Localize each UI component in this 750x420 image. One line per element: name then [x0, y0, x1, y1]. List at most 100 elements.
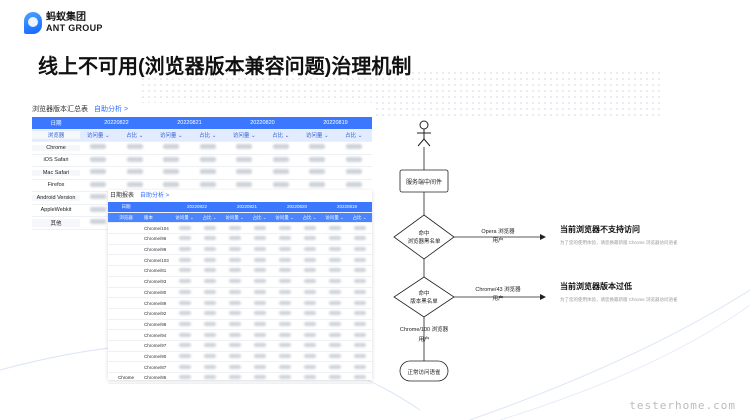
- masked-value: [353, 332, 366, 337]
- visits-sort[interactable]: 访问量 ⌄: [232, 133, 256, 140]
- masked-value: [236, 144, 253, 150]
- masked-value: [178, 236, 191, 241]
- masked-value: [278, 289, 291, 294]
- masked-cell: [222, 343, 247, 348]
- masked-cell: [226, 156, 263, 164]
- self-analysis-link[interactable]: 自助分析 >: [94, 106, 129, 113]
- result2-desc: 为了您的使用体验，请您换最新版 Chrome 浏览器访问语雀: [560, 297, 678, 302]
- table-row: Chrome/98: [108, 320, 372, 331]
- masked-cell: [297, 289, 322, 295]
- masked-cell: [297, 225, 322, 231]
- masked-value: [228, 289, 241, 294]
- masked-cell: [197, 375, 222, 380]
- masked-value: [178, 225, 191, 230]
- masked-cell: [80, 156, 117, 164]
- visits-sort[interactable]: 访问量 ⌄: [86, 133, 110, 140]
- masked-value: [203, 268, 216, 273]
- date-col[interactable]: 20220821: [177, 119, 202, 126]
- masked-value: [236, 156, 253, 162]
- ratio-sort[interactable]: 占比 ⌄: [202, 214, 217, 220]
- masked-cell: [263, 169, 300, 176]
- masked-cell: [247, 375, 272, 380]
- masked-value: [353, 343, 366, 348]
- masked-cell: [272, 343, 297, 348]
- ratio-sort[interactable]: 占比 ⌄: [252, 214, 267, 220]
- masked-value: [203, 257, 216, 262]
- masked-value: [199, 156, 216, 162]
- masked-value: [163, 144, 180, 150]
- masked-cell: [222, 289, 247, 295]
- masked-cell: [297, 364, 322, 370]
- masked-cell: [247, 343, 272, 348]
- masked-value: [272, 156, 289, 162]
- masked-cell: [247, 289, 272, 295]
- self-analysis-link[interactable]: 自助分析 >: [140, 193, 170, 199]
- masked-value: [203, 225, 216, 230]
- masked-cell: [153, 181, 190, 189]
- version-name: Chrome/99: [144, 247, 167, 253]
- visits-sort[interactable]: 访问量 ⌄: [175, 214, 194, 220]
- masked-cell: [322, 353, 347, 359]
- masked-value: [228, 268, 241, 273]
- masked-cell: [347, 364, 372, 370]
- date-col[interactable]: 20220819: [336, 204, 358, 210]
- ratio-sort[interactable]: 占比 ⌄: [352, 214, 367, 220]
- masked-cell: [197, 289, 222, 295]
- masked-value: [303, 257, 316, 262]
- masked-value: [345, 156, 362, 162]
- ratio-sort[interactable]: 占比 ⌄: [345, 133, 363, 140]
- edge1-line2: 用户: [492, 236, 503, 244]
- masked-cell: [197, 247, 222, 252]
- masked-value: [178, 279, 191, 284]
- masked-cell: [336, 156, 373, 164]
- masked-cell: [297, 247, 322, 252]
- masked-cell: [197, 225, 222, 231]
- visits-sort[interactable]: 访问量 ⌄: [275, 214, 294, 220]
- date-col[interactable]: 20220820: [286, 204, 308, 210]
- visits-sort[interactable]: 访问量 ⌄: [159, 133, 183, 140]
- masked-value: [253, 353, 266, 358]
- masked-cell: [299, 156, 336, 164]
- masked-value: [199, 169, 216, 175]
- date-col[interactable]: 20220822: [104, 119, 129, 126]
- masked-value: [253, 289, 266, 294]
- masked-value: [328, 247, 341, 252]
- date-col[interactable]: 20220820: [250, 119, 275, 126]
- masked-cell: [172, 268, 197, 273]
- table-row: iOS Safari: [32, 155, 373, 167]
- ratio-sort[interactable]: 占比 ⌄: [126, 133, 144, 140]
- ratio-sort[interactable]: 占比 ⌄: [302, 214, 317, 220]
- masked-value: [178, 289, 191, 294]
- version-name: Chrome/97: [144, 343, 167, 349]
- date-col[interactable]: 20220822: [186, 204, 208, 210]
- ratio-sort[interactable]: 占比 ⌄: [272, 133, 290, 140]
- masked-value: [328, 321, 341, 326]
- masked-cell: [172, 289, 197, 295]
- masked-cell: [336, 144, 373, 151]
- masked-cell: [297, 257, 322, 263]
- masked-value: [303, 321, 316, 326]
- visits-sort[interactable]: 访问量 ⌄: [305, 133, 329, 140]
- masked-value: [203, 343, 216, 348]
- masked-value: [278, 279, 291, 284]
- ratio-sort[interactable]: 占比 ⌄: [199, 133, 217, 140]
- masked-cell: [117, 181, 154, 189]
- masked-cell: [247, 300, 272, 306]
- masked-cell: [222, 279, 247, 284]
- masked-value: [178, 364, 191, 369]
- masked-value: [178, 321, 191, 326]
- masked-value: [328, 279, 341, 284]
- masked-value: [178, 353, 191, 358]
- masked-cell: [272, 321, 297, 327]
- visits-sort[interactable]: 访问量 ⌄: [325, 214, 344, 220]
- masked-value: [228, 225, 241, 230]
- masked-value: [228, 332, 241, 337]
- masked-value: [90, 181, 107, 187]
- masked-cell: [272, 375, 297, 380]
- visits-sort[interactable]: 访问量 ⌄: [225, 214, 244, 220]
- date-col[interactable]: 20220819: [323, 119, 348, 126]
- masked-cell: [222, 311, 247, 316]
- date-col[interactable]: 20220821: [236, 204, 258, 210]
- masked-value: [303, 311, 316, 316]
- masked-cell: [172, 343, 197, 348]
